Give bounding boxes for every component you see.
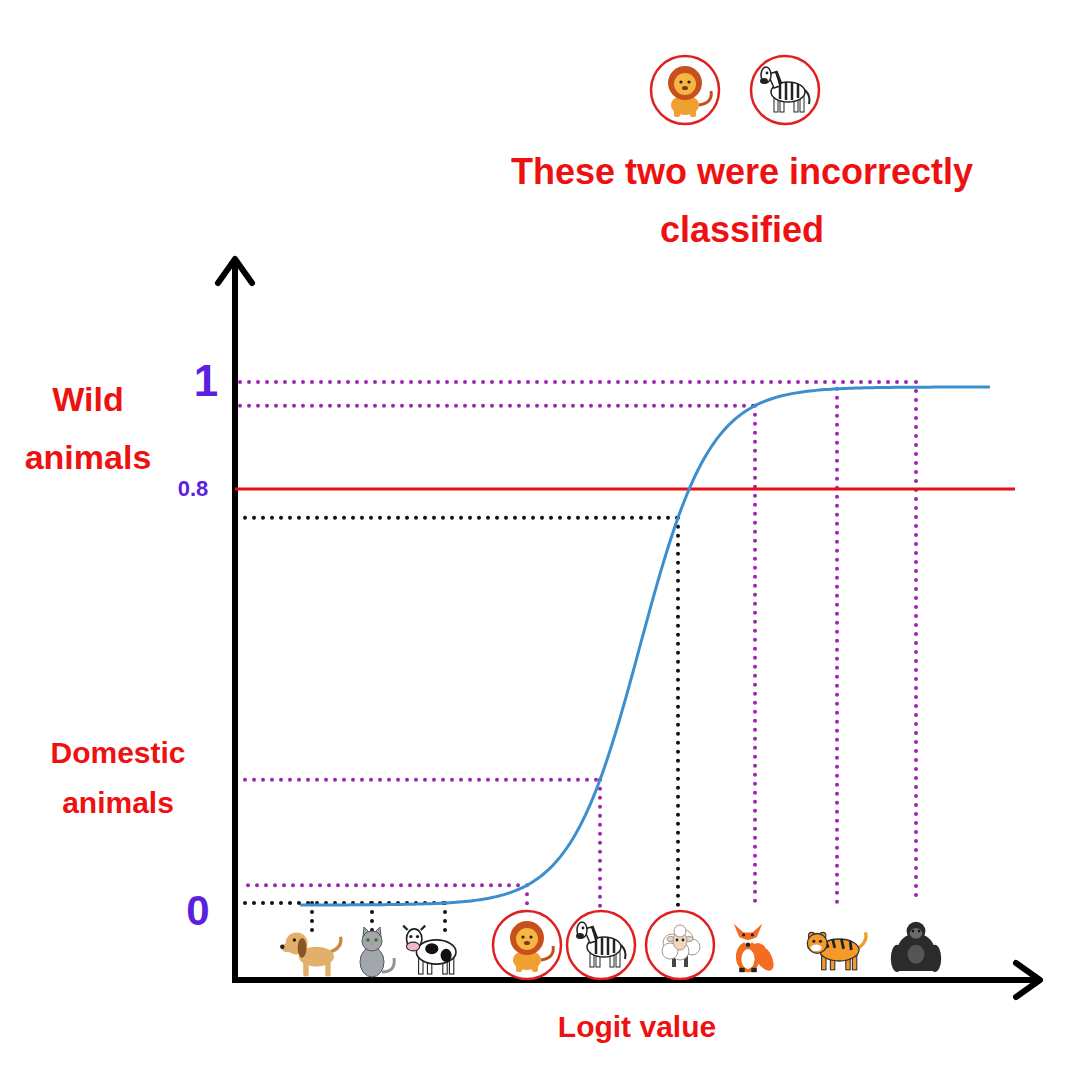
y-axis <box>232 262 238 983</box>
threshold-line <box>235 488 1015 491</box>
dotted-guide <box>753 406 757 906</box>
error-circle <box>646 911 714 979</box>
zebra-icon <box>576 922 626 967</box>
axis-title: Logit value <box>437 1007 837 1047</box>
x-arrowhead <box>1016 963 1040 997</box>
dotted-guide <box>914 382 918 904</box>
sheep-icon <box>662 925 700 967</box>
error-circle <box>651 56 719 124</box>
dotted-guide <box>676 518 680 906</box>
y-arrowhead <box>218 259 252 283</box>
dotted-guide <box>240 380 910 384</box>
dog-icon <box>280 932 341 976</box>
dotted-guide <box>245 778 600 782</box>
sigmoid-curve <box>300 387 990 905</box>
x-axis <box>232 977 1038 983</box>
error-circle <box>493 911 561 979</box>
animal-icons <box>280 56 941 979</box>
dotted-guide <box>310 903 314 936</box>
threshold-value: 0.8 <box>163 475 223 503</box>
zebra-icon <box>760 67 810 112</box>
error-circle <box>567 911 635 979</box>
axis-class-label: Wild animals <box>6 370 170 486</box>
tiger-icon <box>807 932 866 969</box>
error-circle <box>751 56 819 124</box>
axis-tick: 0 <box>168 886 228 936</box>
fox-icon <box>734 924 778 974</box>
dotted-guide <box>245 516 678 520</box>
lion-icon <box>510 921 553 972</box>
dotted-guide <box>240 404 755 408</box>
dotted-guide <box>248 883 527 887</box>
dotted-guide <box>443 903 447 936</box>
guide-lines <box>240 382 916 936</box>
cat-icon <box>360 927 394 977</box>
axis-class-label: Domestic animals <box>18 728 218 828</box>
dotted-guide <box>598 780 602 906</box>
title: These two were incorrectly classified <box>452 143 1032 259</box>
axis-tick: 1 <box>176 354 236 408</box>
dotted-guide <box>525 885 529 910</box>
gorilla-icon <box>891 922 941 972</box>
axes <box>218 259 1040 997</box>
lion-icon <box>668 66 711 117</box>
dotted-guide <box>835 389 839 908</box>
cow-icon <box>403 926 456 974</box>
